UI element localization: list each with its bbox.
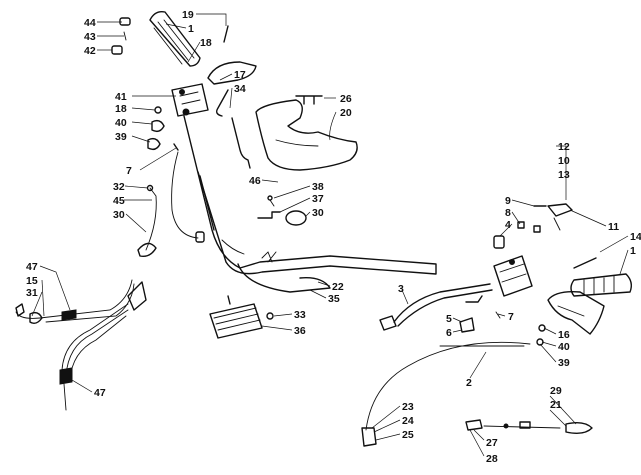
callout-39-right: 39 xyxy=(558,357,570,369)
callout-38: 38 xyxy=(312,181,324,193)
adjuster-hardware xyxy=(465,419,593,435)
callout-6: 6 xyxy=(446,327,452,339)
handlebar xyxy=(183,115,437,293)
callout-34: 34 xyxy=(234,83,246,95)
pin xyxy=(223,25,229,43)
callout-26: 26 xyxy=(340,93,352,105)
left-throttle-housing xyxy=(171,83,209,117)
callout-labels: 44 43 42 1 19 18 17 34 41 18 40 39 26 20… xyxy=(26,9,641,465)
callout-43: 43 xyxy=(84,31,96,43)
switch-cable xyxy=(379,283,501,333)
callout-29: 29 xyxy=(550,385,562,397)
callout-15: 15 xyxy=(26,275,38,287)
right-grip xyxy=(570,257,633,297)
callout-18-left: 18 xyxy=(115,103,127,115)
right-hardware xyxy=(533,203,573,231)
callout-33: 33 xyxy=(294,309,306,321)
clamp-hardware xyxy=(257,195,307,226)
callout-37: 37 xyxy=(312,193,324,205)
callout-40-left: 40 xyxy=(115,117,127,129)
callout-30-left: 30 xyxy=(113,209,125,221)
control-module xyxy=(209,295,274,339)
leader-lines xyxy=(31,13,629,457)
callout-39-left: 39 xyxy=(115,131,127,143)
callout-20: 20 xyxy=(340,107,352,119)
callout-7-left: 7 xyxy=(126,165,132,177)
callout-36: 36 xyxy=(294,325,306,337)
callout-47-top: 47 xyxy=(26,261,38,273)
callout-18-top: 18 xyxy=(200,37,212,49)
callout-5: 5 xyxy=(446,313,452,325)
callout-47-bottom: 47 xyxy=(94,387,106,399)
callout-2: 2 xyxy=(466,377,472,389)
callout-41: 41 xyxy=(115,91,127,103)
callout-19: 19 xyxy=(182,9,194,21)
callout-25: 25 xyxy=(402,429,414,441)
bracket xyxy=(231,117,251,169)
callout-9: 9 xyxy=(505,195,511,207)
callout-13: 13 xyxy=(558,169,570,181)
callout-3: 3 xyxy=(398,283,404,295)
callout-32: 32 xyxy=(113,181,125,193)
callout-4: 4 xyxy=(505,219,511,231)
callout-12: 12 xyxy=(558,141,570,153)
callout-42: 42 xyxy=(84,45,96,57)
callout-23: 23 xyxy=(402,401,414,413)
callout-31: 31 xyxy=(26,287,38,299)
callout-10: 10 xyxy=(558,155,570,167)
brake-lever xyxy=(536,290,605,346)
callout-14: 14 xyxy=(630,231,641,243)
right-switch-housing xyxy=(493,221,541,297)
handlebar-cover xyxy=(255,95,358,171)
callout-8: 8 xyxy=(505,207,511,219)
callout-11: 11 xyxy=(608,221,619,233)
callout-1-left-grip: 1 xyxy=(188,23,194,35)
throttle-lever xyxy=(207,61,257,117)
callout-28: 28 xyxy=(486,453,498,465)
callout-44: 44 xyxy=(84,17,96,29)
callout-40-right: 40 xyxy=(558,341,570,353)
callout-16: 16 xyxy=(558,329,570,341)
callout-46: 46 xyxy=(249,175,261,187)
callout-17: 17 xyxy=(234,69,246,81)
callout-27: 27 xyxy=(486,437,498,449)
callout-24: 24 xyxy=(402,415,414,427)
callout-1-right-grip: 1 xyxy=(630,245,636,257)
left-hardware xyxy=(147,106,179,151)
callout-7-right: 7 xyxy=(508,311,514,323)
callout-45: 45 xyxy=(113,195,125,207)
callout-21: 21 xyxy=(550,399,562,411)
callout-35: 35 xyxy=(328,293,340,305)
brake-cable xyxy=(361,341,531,447)
callout-30-clamp: 30 xyxy=(312,207,324,219)
callout-22: 22 xyxy=(332,281,344,293)
left-grip xyxy=(149,10,201,67)
left-cables xyxy=(137,151,205,258)
wiring-harness xyxy=(15,279,147,411)
